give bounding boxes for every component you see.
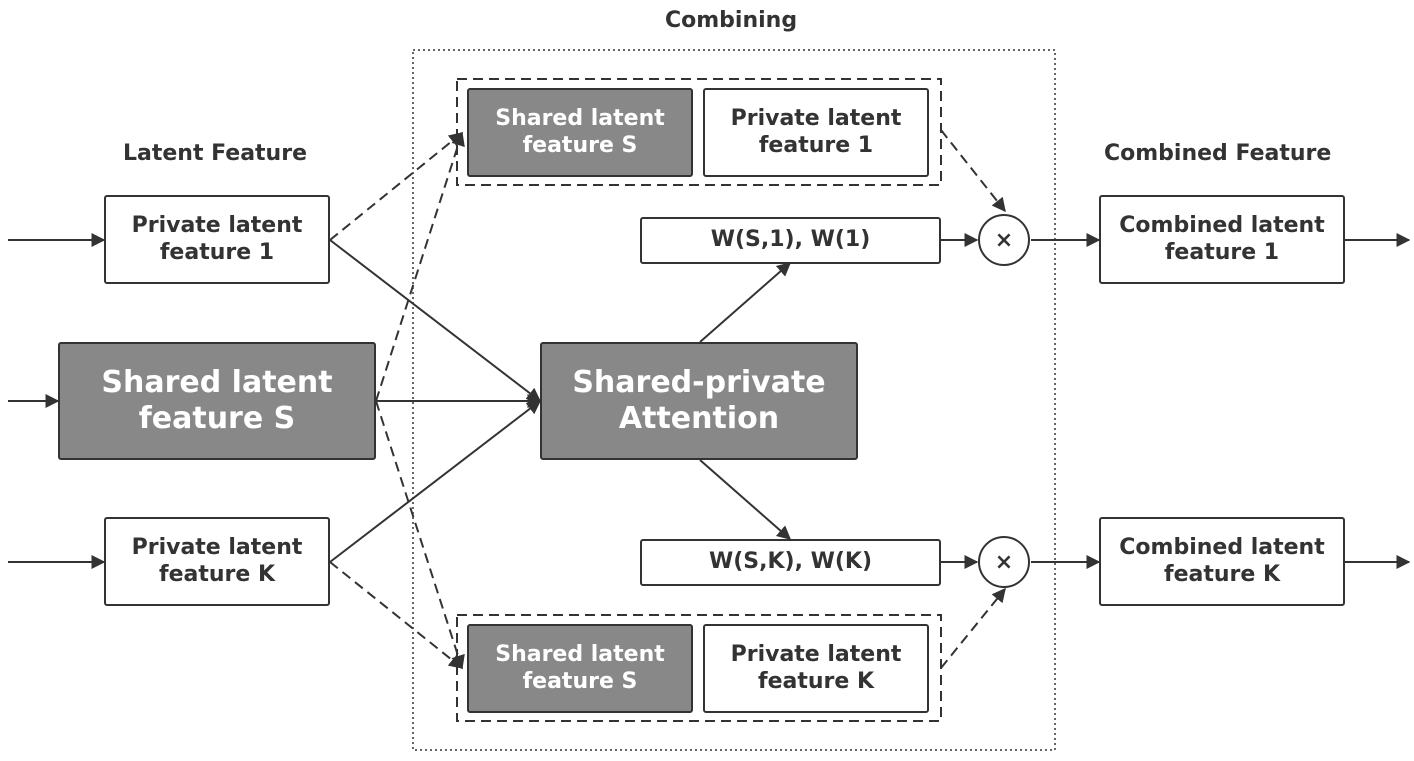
top-pair-shared-feature-text: Shared latent feature S <box>495 106 665 158</box>
private-latent-feature-1-text: Private latent feature 1 <box>131 213 303 265</box>
combined-feature-heading: Combined Feature <box>1104 141 1332 166</box>
multiply-operator-1: × <box>978 214 1030 266</box>
dashed-top-pair-to-multiply <box>940 129 1006 213</box>
bottom-pair-private-feature: Private latent feature K <box>703 624 929 713</box>
arrow-private1-to-attention <box>329 239 542 402</box>
combined-latent-feature-1-text: Combined latent feature 1 <box>1119 213 1325 265</box>
weight-box-k-text: W(S,K), W(K) <box>708 549 873 575</box>
top-pair-shared-feature: Shared latent feature S <box>467 88 693 177</box>
shared-latent-feature: Shared latent feature S <box>58 342 376 460</box>
arrow-privatek-to-attention <box>329 400 542 563</box>
combined-latent-feature-k-text: Combined latent feature K <box>1119 535 1325 587</box>
weight-box-1: W(S,1), W(1) <box>640 217 941 264</box>
dashed-shared-to-bottom-pair <box>375 400 465 670</box>
weight-box-k: W(S,K), W(K) <box>640 539 941 586</box>
dashed-bottom-pair-to-multiply <box>940 587 1006 669</box>
dashed-shared-to-top-pair <box>375 131 465 402</box>
combining-title: Combining <box>665 8 798 33</box>
multiply-symbol-k: × <box>994 549 1014 575</box>
bottom-pair-private-feature-text: Private latent feature K <box>730 642 902 694</box>
arrow-attention-to-weight-1 <box>699 262 792 343</box>
combined-latent-feature-k: Combined latent feature K <box>1099 517 1345 606</box>
combining-region <box>412 49 1056 751</box>
private-latent-feature-k: Private latent feature K <box>104 517 330 606</box>
multiply-operator-k: × <box>978 536 1030 588</box>
weight-box-1-text: W(S,1), W(1) <box>710 227 871 253</box>
bottom-pair-shared-feature: Shared latent feature S <box>467 624 693 713</box>
shared-private-attention-text: Shared-private Attention <box>572 365 826 436</box>
latent-feature-heading: Latent Feature <box>123 141 307 166</box>
shared-private-attention: Shared-private Attention <box>540 342 858 460</box>
top-pair-private-feature: Private latent feature 1 <box>703 88 929 177</box>
multiply-symbol-1: × <box>994 227 1014 253</box>
shared-latent-feature-text: Shared latent feature S <box>101 365 333 436</box>
top-pair-private-feature-text: Private latent feature 1 <box>730 106 902 158</box>
dashed-private1-to-top-pair <box>329 132 464 241</box>
private-latent-feature-k-text: Private latent feature K <box>131 535 303 587</box>
private-latent-feature-1: Private latent feature 1 <box>104 195 330 284</box>
bottom-pair-shared-feature-text: Shared latent feature S <box>495 642 665 694</box>
combined-latent-feature-1: Combined latent feature 1 <box>1099 195 1345 284</box>
dashed-privatek-to-bottom-pair <box>329 561 464 669</box>
arrow-attention-to-weight-k <box>699 459 792 540</box>
